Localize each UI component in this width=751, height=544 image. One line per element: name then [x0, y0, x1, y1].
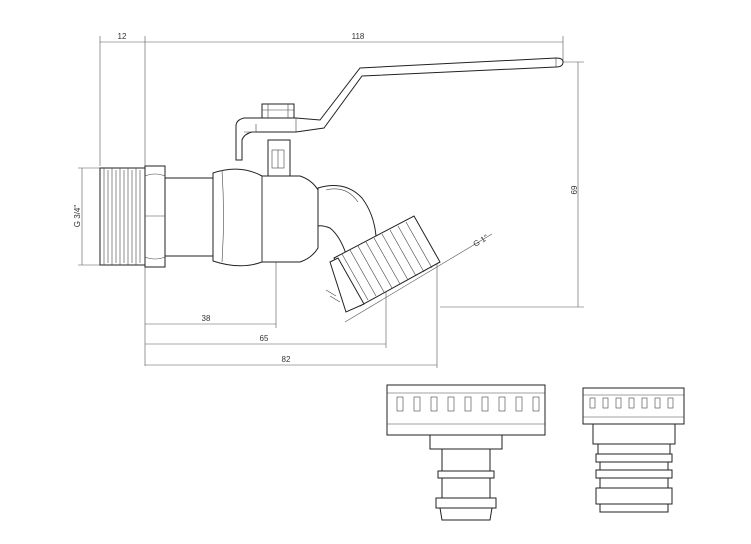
valve-stem — [261, 103, 295, 177]
thread-label-outlet: G 1" — [472, 233, 490, 249]
hex-nut — [144, 165, 166, 268]
inlet-thread — [99, 167, 147, 266]
dim-label-65: 65 — [260, 334, 269, 343]
dim-label-118: 118 — [352, 32, 365, 41]
dim-label-12: 12 — [118, 32, 127, 41]
hose-adapter-large — [386, 384, 546, 521]
dim-label-69: 69 — [570, 185, 579, 194]
hose-adapter-small — [582, 387, 685, 513]
dim-label-38: 38 — [202, 314, 211, 323]
lever-handle — [235, 57, 564, 161]
ball-housing — [212, 168, 319, 267]
valve-assembly — [99, 57, 564, 313]
dim-label-82: 82 — [282, 355, 291, 364]
outlet-thread — [325, 215, 441, 313]
thread-label-inlet: G 3/4" — [73, 205, 82, 228]
